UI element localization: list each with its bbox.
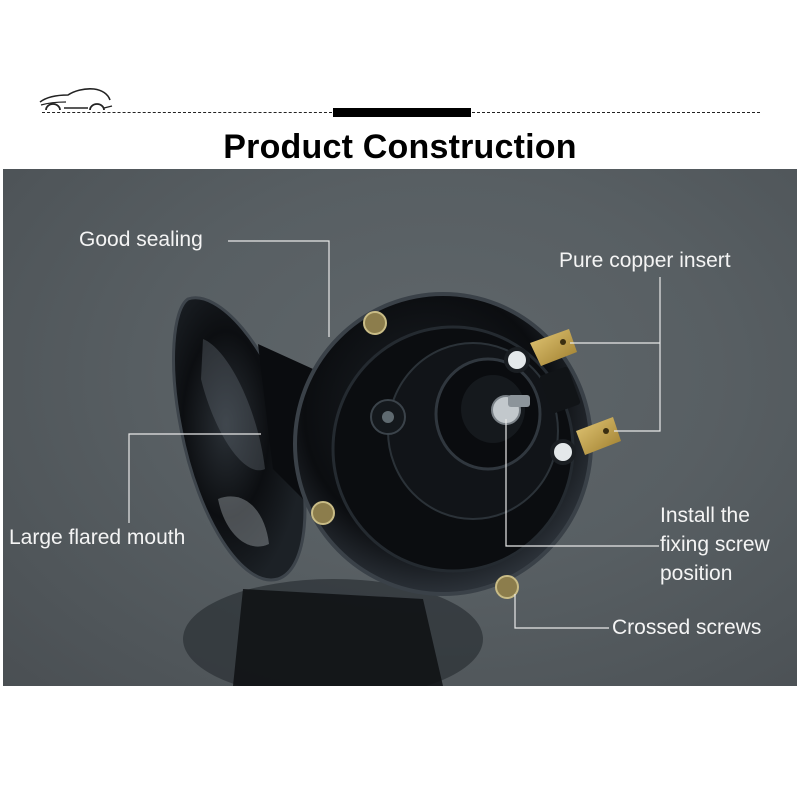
leader-crossed-screws xyxy=(514,594,609,629)
callout-crossed-screws: Crossed screws xyxy=(612,616,762,639)
product-photo-panel: Good sealing Pure copper insert Large fl… xyxy=(3,169,797,686)
callout-fixing-screw-line-3: position xyxy=(660,562,733,585)
leader-fixing-screw xyxy=(505,419,659,547)
divider-dashed-right xyxy=(472,112,760,113)
car-outline-icon xyxy=(39,88,113,111)
callout-large-flared-mouth: Large flared mouth xyxy=(9,526,186,549)
callout-good-sealing: Good sealing xyxy=(79,228,203,251)
callout-fixing-screw-position: Install the fixing screw position xyxy=(660,501,770,588)
callout-fixing-screw-line-1: Install the xyxy=(660,504,750,527)
header-banner: Product Construction xyxy=(0,0,800,169)
leader-flared-mouth xyxy=(128,433,261,523)
leader-lines xyxy=(128,240,661,629)
callout-fixing-screw-line-2: fixing screw xyxy=(660,533,770,556)
car-horn-image xyxy=(172,292,621,686)
page-title: Product Construction xyxy=(223,128,577,166)
divider-accent-bar xyxy=(333,108,471,117)
leader-copper-insert xyxy=(614,277,661,432)
callout-pure-copper-insert: Pure copper insert xyxy=(559,249,731,272)
divider-dashed-left xyxy=(42,112,332,113)
leader-good-sealing xyxy=(228,240,330,337)
